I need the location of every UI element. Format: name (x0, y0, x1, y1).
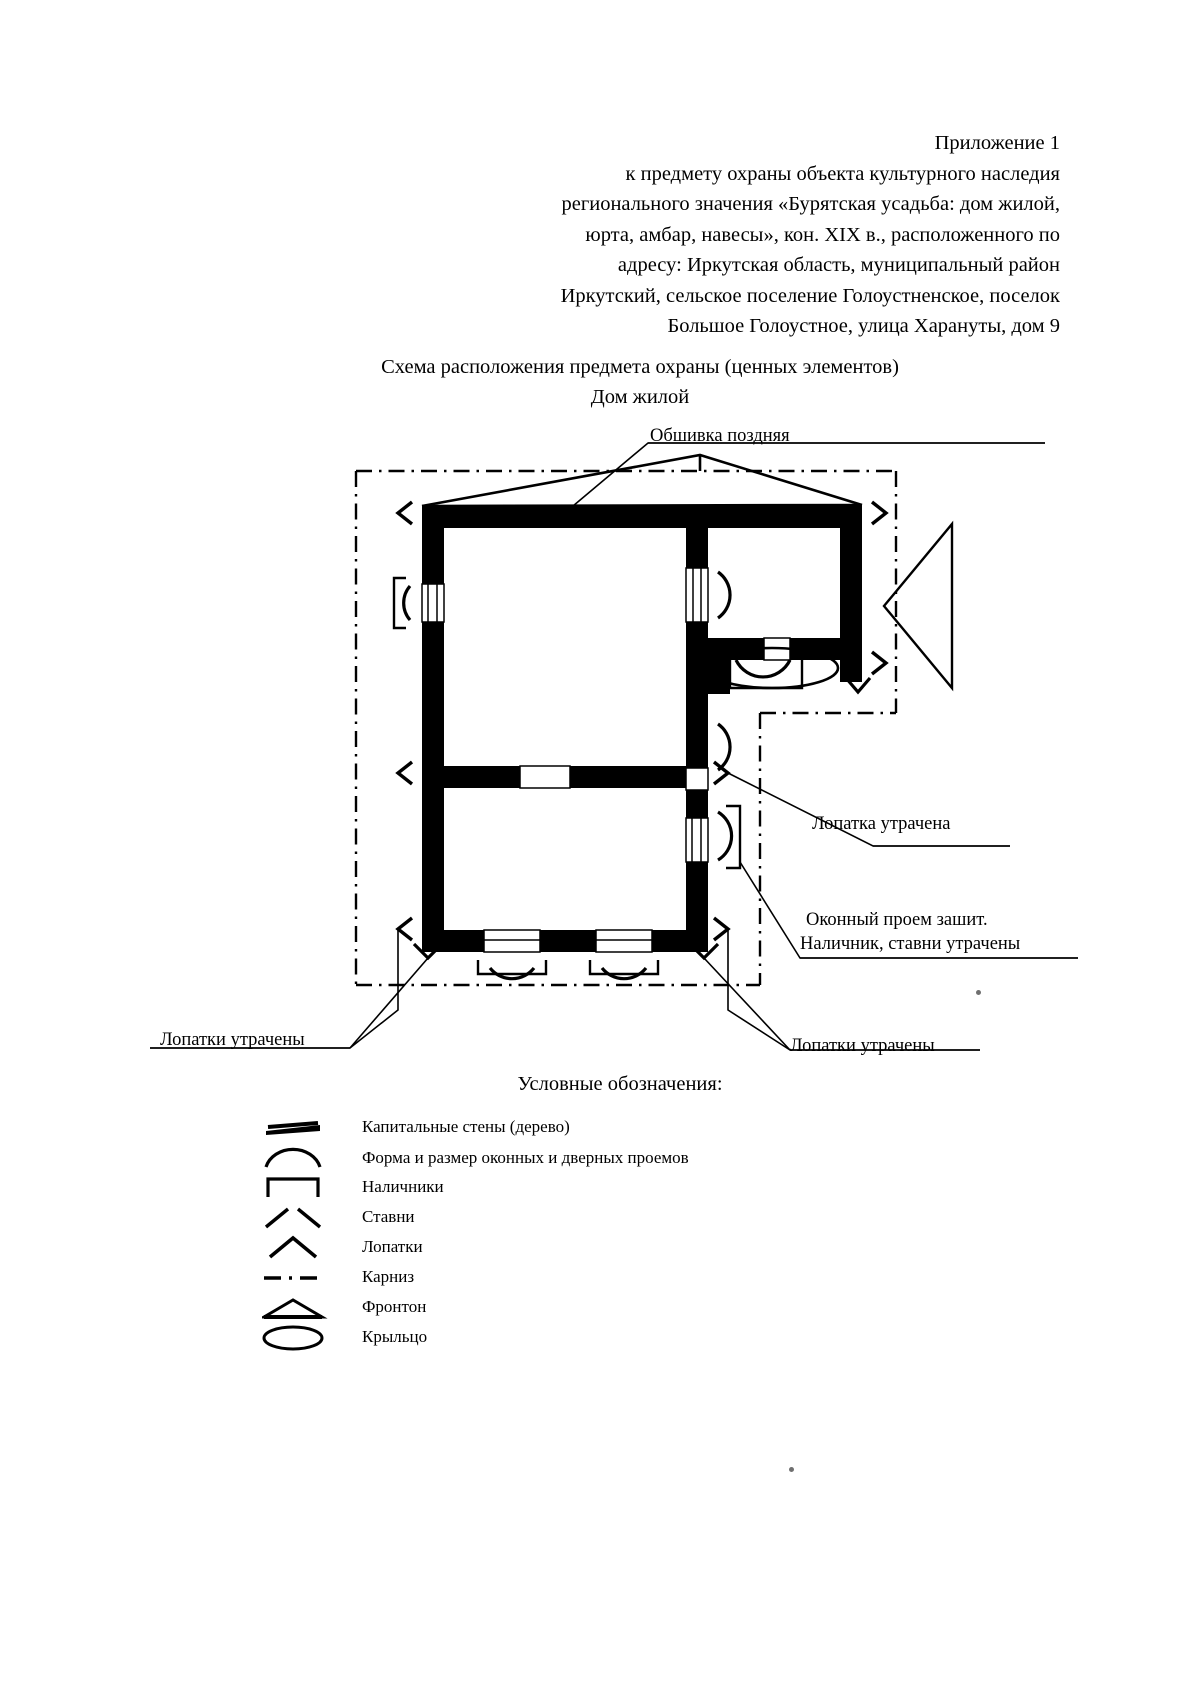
document-header: Приложение 1 к предмету охраны объекта к… (400, 128, 1060, 342)
scan-speck (976, 990, 981, 995)
header-line-3: регионального значения «Бурятская усадьб… (561, 193, 1060, 215)
callout-window-boarded-line1: Оконный проем зашит. (806, 910, 988, 930)
bracket-trim-icon (262, 1173, 344, 1203)
callout-pilasters-lost-right: Лопатки утрачены (790, 1036, 935, 1056)
legend-item: Фронтон (258, 1293, 1022, 1323)
legend-label: Карниз (362, 1267, 415, 1286)
thick-wall-bar-icon (262, 1113, 344, 1143)
header-line-2: к предмету охраны объекта культурного на… (625, 162, 1060, 185)
leader-lines (150, 442, 1078, 1051)
gable-triangle-icon (258, 1293, 344, 1323)
porch (704, 646, 840, 690)
opening-arcs (402, 570, 792, 981)
legend-item: Ставни (262, 1203, 1022, 1233)
scan-speck (789, 1467, 794, 1472)
callout-sheathing: Обшивка поздняя (650, 426, 790, 446)
callout-window-boarded-line2: Наличник, ставни утрачены (800, 934, 1021, 954)
legend-item: Форма и размер оконных и дверных проемов (262, 1143, 1022, 1173)
arc-opening-icon (262, 1143, 344, 1173)
gable-front (421, 453, 863, 508)
callout-underlines (150, 442, 1078, 1051)
legend-label: Лопатки (362, 1237, 423, 1256)
header-line-7: Большое Голоустное, улица Харануты, дом … (667, 315, 1060, 337)
header-line-5: адресу: Иркутская область, муниципальный… (617, 254, 1060, 276)
shutters (412, 676, 872, 961)
legend-label: Ставни (362, 1207, 415, 1226)
legend-label: Наличники (362, 1177, 444, 1196)
pilaster-chevron-icon (262, 1233, 344, 1263)
legend-item: Крыльцо (262, 1323, 1022, 1353)
legend-title: Условные обозначения: (517, 1073, 723, 1095)
dash-dot-line-icon (262, 1263, 344, 1293)
callout-pilasters-lost-left: Лопатки утрачены (160, 1030, 305, 1050)
legend-item: Наличники (262, 1173, 1022, 1203)
legend-label: Капитальные стены (дерево) (362, 1117, 570, 1136)
callout-pilaster-lost-right: Лопатка утрачена (812, 814, 951, 834)
legend-label: Крыльцо (362, 1327, 428, 1346)
pilasters (395, 500, 889, 942)
shutter-chevron-split-icon (262, 1203, 344, 1233)
legend-item: Лопатки (262, 1233, 1022, 1263)
legend-item: Карниз (262, 1263, 1022, 1293)
legend-item: Капитальные стены (дерево) (262, 1113, 1022, 1143)
scheme-title: Схема расположения предмета охраны (ценн… (381, 356, 899, 378)
scheme-subtitle: Дом жилой (590, 386, 690, 408)
header-line-1: Приложение 1 (934, 132, 1060, 154)
header-line-6: Иркутский, сельское поселение Голоустнен… (560, 284, 1060, 307)
openings (421, 567, 791, 953)
gable-side (882, 520, 954, 692)
header-line-4: юрта, амбар, навесы», кон. XIX в., распо… (585, 223, 1060, 246)
porch-ellipse-icon (262, 1323, 344, 1353)
capital-walls (422, 506, 862, 952)
legend-label: Форма и размер оконных и дверных проемов (362, 1148, 689, 1167)
legend-label: Фронтон (362, 1297, 427, 1316)
legend-list: Капитальные стены (дерево) Форма и разме… (258, 1113, 1022, 1353)
